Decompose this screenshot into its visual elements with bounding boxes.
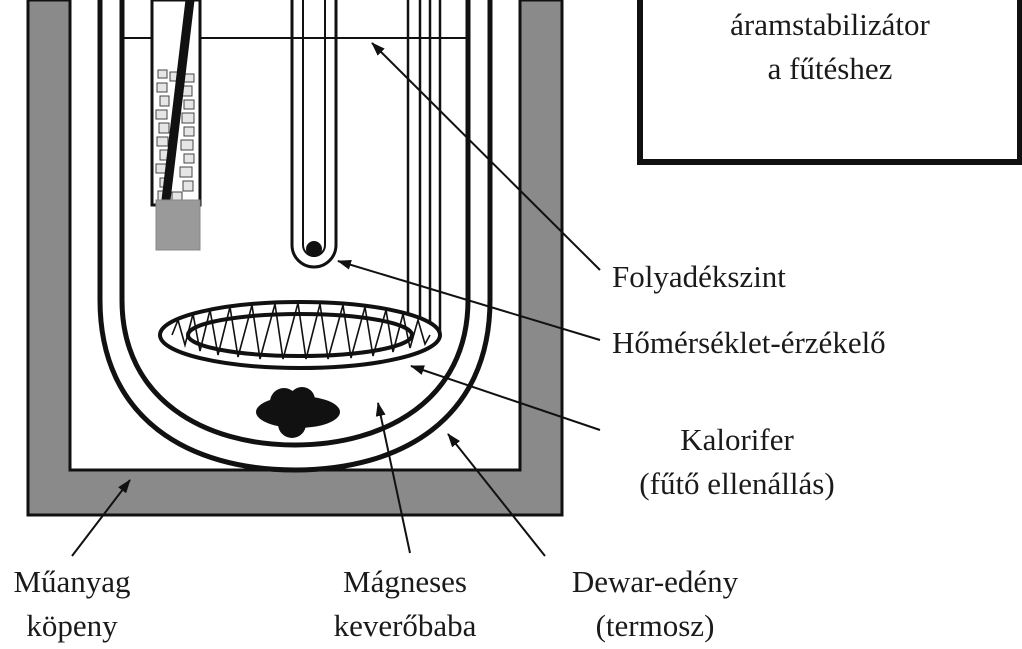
arrow-plastic-jacket bbox=[71, 479, 131, 557]
label-temp-sensor: Hőmérséklet-érzékelő bbox=[612, 325, 886, 360]
label-plastic-jacket-line-1: Műanyag bbox=[13, 564, 130, 599]
arrow-temp-sensor bbox=[337, 259, 601, 341]
dewar-outer-wall bbox=[97, 0, 493, 473]
label-stirrer-line-2: keverőbaba bbox=[334, 608, 477, 643]
arrow-liquid-level bbox=[371, 42, 601, 271]
heater-coil-zigzag bbox=[171, 302, 431, 360]
label-heater-line-1: Kalorifer bbox=[680, 422, 794, 457]
heater-coil bbox=[158, 300, 442, 370]
heater-leads bbox=[406, 0, 442, 336]
magnetic-stirrer bbox=[256, 387, 340, 438]
label-dewar-line-2: (termosz) bbox=[596, 608, 715, 643]
label-plastic-jacket-line-2: köpeny bbox=[26, 608, 118, 643]
temperature-sensor bbox=[290, 0, 338, 269]
tube-plug bbox=[155, 199, 201, 251]
label-heater-line-2: (fűtő ellenállás) bbox=[639, 466, 834, 501]
arrow-heater bbox=[410, 365, 601, 431]
power-supply-line-1: áramstabilizátor bbox=[730, 7, 930, 42]
dewar-inner-wall bbox=[119, 0, 471, 448]
label-liquid-level: Folyadékszint bbox=[612, 259, 786, 294]
label-stirrer-line-1: Mágneses bbox=[343, 564, 467, 599]
arrow-stirrer bbox=[375, 402, 411, 554]
power-supply-box bbox=[637, 0, 1022, 165]
label-dewar-line-1: Dewar-edény bbox=[572, 564, 739, 599]
arrow-dewar bbox=[447, 433, 546, 557]
reference-tube bbox=[150, 0, 202, 251]
thermometer-rod bbox=[161, 0, 195, 201]
crushed-ice-fill bbox=[155, 69, 195, 201]
power-supply-line-2: a fűtéshez bbox=[768, 51, 893, 86]
plastic-jacket bbox=[26, 0, 564, 517]
